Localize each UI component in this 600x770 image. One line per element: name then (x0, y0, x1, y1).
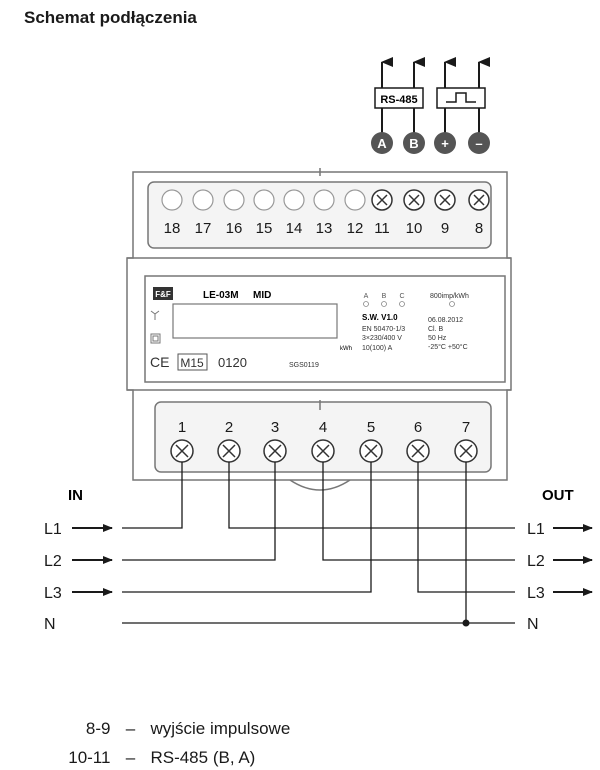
legend-row-rs485: 10-11–RS-485 (B, A) (46, 728, 255, 768)
legend-code: 10-11 (68, 748, 111, 767)
terminal-15-label: 15 (256, 220, 273, 237)
terminal-11-label: 11 (374, 220, 390, 237)
phase-c-label: C (399, 293, 404, 300)
out-l1-label: L1 (527, 521, 545, 538)
signal-a-label: A (377, 136, 387, 151)
in-l1-label: L1 (44, 521, 62, 538)
pulse-icon (446, 92, 476, 103)
signal-minus-label: – (475, 136, 482, 151)
wire-l1-out (228, 462, 515, 529)
pulse-box (436, 87, 486, 109)
signal-plus-circle (434, 132, 456, 154)
top-terminals: 18 17 16 15 14 13 12 11 10 9 8 (161, 189, 490, 237)
bottom-terminals: 1 2 3 4 5 6 7 (170, 419, 478, 463)
double-insulation-icon (150, 333, 161, 344)
terminal-10-label: 10 (406, 220, 423, 237)
signal-b-circle (403, 132, 425, 154)
in-l2-label: L2 (44, 553, 62, 570)
terminal-18-label: 18 (164, 220, 181, 237)
wire-l2-out (322, 462, 515, 561)
signal-plus-label: + (441, 136, 449, 151)
terminal-5-label: 5 (367, 419, 375, 436)
phase-b-led (381, 301, 387, 307)
diagram-title: Schemat podłączenia (24, 8, 197, 27)
pulse-led (449, 301, 455, 307)
terminal-14-label: 14 (286, 220, 303, 237)
terminal-9-label: 9 (441, 220, 449, 237)
terminal-3-label: 3 (271, 419, 279, 436)
mid-label: MID (253, 290, 271, 301)
terminal-7-label: 7 (462, 419, 470, 436)
terminal-14-hole (283, 189, 305, 211)
wire-l2-in (122, 462, 276, 561)
model-label: LE-03M (203, 290, 239, 301)
legend-dash: – (125, 719, 136, 738)
out-l2-label: L2 (527, 553, 545, 570)
terminal-1-label: 1 (178, 419, 186, 436)
terminal-2-label: 2 (225, 419, 233, 436)
terminal-13-hole (313, 189, 335, 211)
temp-label: -25°C +50°C (428, 343, 468, 351)
out-label: OUT (542, 487, 574, 504)
voltage-label: 3×230/400 V (362, 335, 402, 342)
sw-label: S.W. V1.0 (362, 313, 398, 322)
class-label: Cl. B (428, 326, 444, 333)
rs485-box: RS-485 (374, 87, 424, 109)
terminal-15-hole (253, 189, 275, 211)
sgs-label: SGS0119 (289, 362, 319, 369)
three-phase-icon (150, 310, 160, 320)
phase-a-led (363, 301, 369, 307)
brand-logo: F&F (155, 290, 171, 299)
terminal-4-label: 4 (319, 419, 327, 436)
wire-l3-out (417, 462, 515, 593)
std-label: EN 50470-1/3 (362, 326, 405, 333)
neutral-junction-dot (462, 619, 470, 627)
out-n-label: N (527, 616, 539, 633)
current-label: 10(100) A (362, 345, 393, 352)
date-label: 06.08.2012 (428, 317, 463, 324)
legend-row-pulse: 8-9–wyjście impulsowe (46, 699, 290, 739)
wire-l1-in (122, 462, 183, 529)
phase-c-led (399, 301, 405, 307)
in-label: IN (68, 487, 83, 504)
terminal-8-label: 8 (475, 220, 483, 237)
terminal-16-hole (223, 189, 245, 211)
signal-b-label: B (409, 136, 418, 151)
legend-code: 8-9 (85, 719, 111, 738)
phase-a-label: A (364, 293, 369, 300)
wire-l3-in (122, 462, 372, 593)
legend-desc: RS-485 (B, A) (150, 748, 256, 767)
meter-panel: F&F LE-03M MID kWh A B C 800imp/kWh S.W.… (150, 287, 469, 371)
terminal-6-label: 6 (414, 419, 422, 436)
signal-a-circle (371, 132, 393, 154)
rs485-label: RS-485 (380, 94, 417, 106)
m15-label: M15 (180, 356, 204, 370)
m15-box (177, 353, 208, 371)
lcd-display (172, 303, 338, 339)
out-l3-label: L3 (527, 585, 545, 602)
ce-mark: CE (150, 354, 169, 370)
kwh-label: kWh (340, 346, 352, 352)
phase-b-label: B (382, 293, 387, 300)
terminal-16-label: 16 (226, 220, 243, 237)
terminal-12-label: 12 (347, 220, 364, 237)
signal-circles: A B + – (371, 132, 490, 154)
legend-desc: wyjście impulsowe (150, 719, 291, 738)
terminal-17-hole (192, 189, 214, 211)
in-l3-label: L3 (44, 585, 62, 602)
notified-body-label: 0120 (218, 355, 247, 370)
brand-logo-box (153, 287, 173, 300)
wiring (122, 462, 515, 624)
terminal-12-hole (344, 189, 366, 211)
in-n-label: N (44, 616, 56, 633)
terminal-13-label: 13 (316, 220, 333, 237)
legend-dash: – (125, 748, 136, 767)
freq-label: 50 Hz (428, 335, 447, 342)
terminal-18-hole (161, 189, 183, 211)
terminal-17-label: 17 (195, 220, 212, 237)
imp-label: 800imp/kWh (430, 293, 469, 300)
signal-minus-circle (468, 132, 490, 154)
